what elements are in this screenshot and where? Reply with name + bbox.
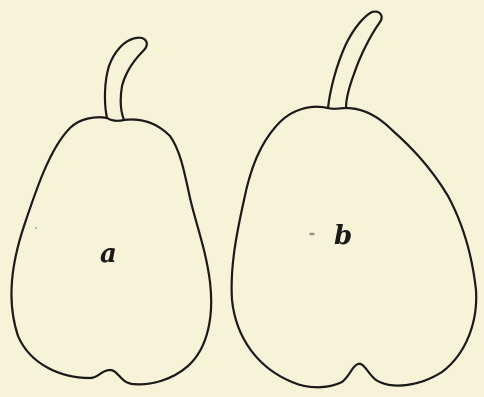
print-speck [309, 233, 315, 236]
pear-b-body [232, 107, 477, 388]
pear-b [232, 12, 477, 388]
pear-a [11, 38, 211, 385]
pear-a-stem [105, 38, 147, 120]
print-speck [35, 227, 37, 229]
pear-a-label: a [100, 239, 117, 269]
pear-b-label: b [334, 221, 352, 251]
pear-b-stem [328, 12, 382, 108]
